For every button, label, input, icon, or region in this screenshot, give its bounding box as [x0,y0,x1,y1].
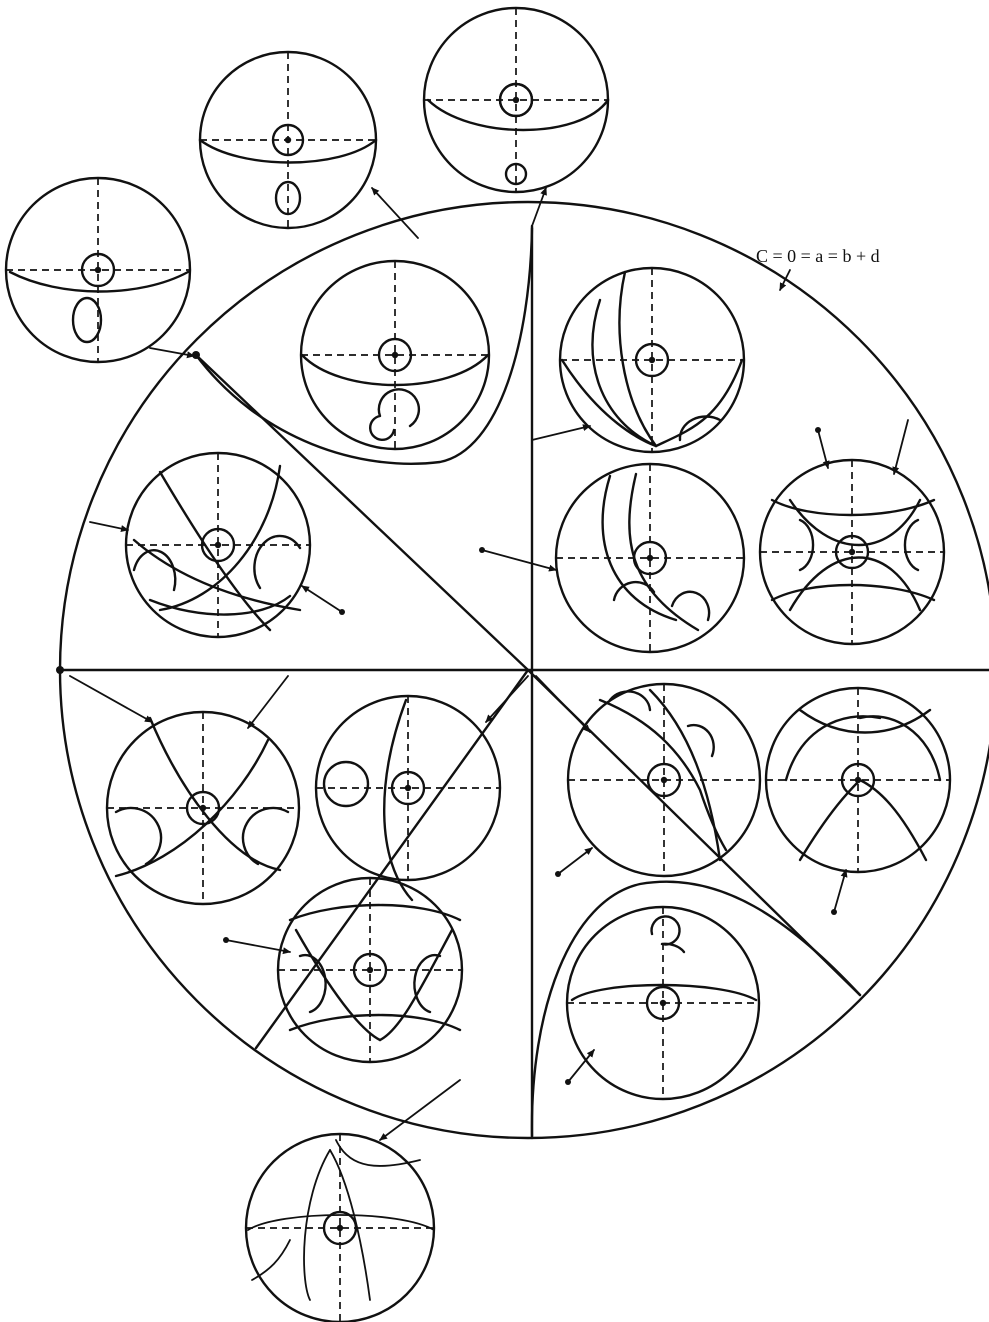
portrait-left-sector [126,453,310,637]
parameter-disc [56,202,989,1138]
portrait-upper-right-b [556,464,744,652]
portrait-sector-top [301,261,489,449]
portrait-lower-right-a [568,684,760,876]
pointer-arrows [70,188,908,1140]
portrait-outer-bottom [246,1134,434,1322]
portrait-upper-right-c [760,460,944,644]
separatrices [10,84,940,1300]
portrait-upper-right-a [560,268,744,452]
portrait-lower-left-b [316,696,500,880]
portrait-lower-right-c [567,907,759,1099]
boundary-label: C = 0 = a = b + d [756,246,880,266]
portrait-outer-top-middle [200,52,376,228]
